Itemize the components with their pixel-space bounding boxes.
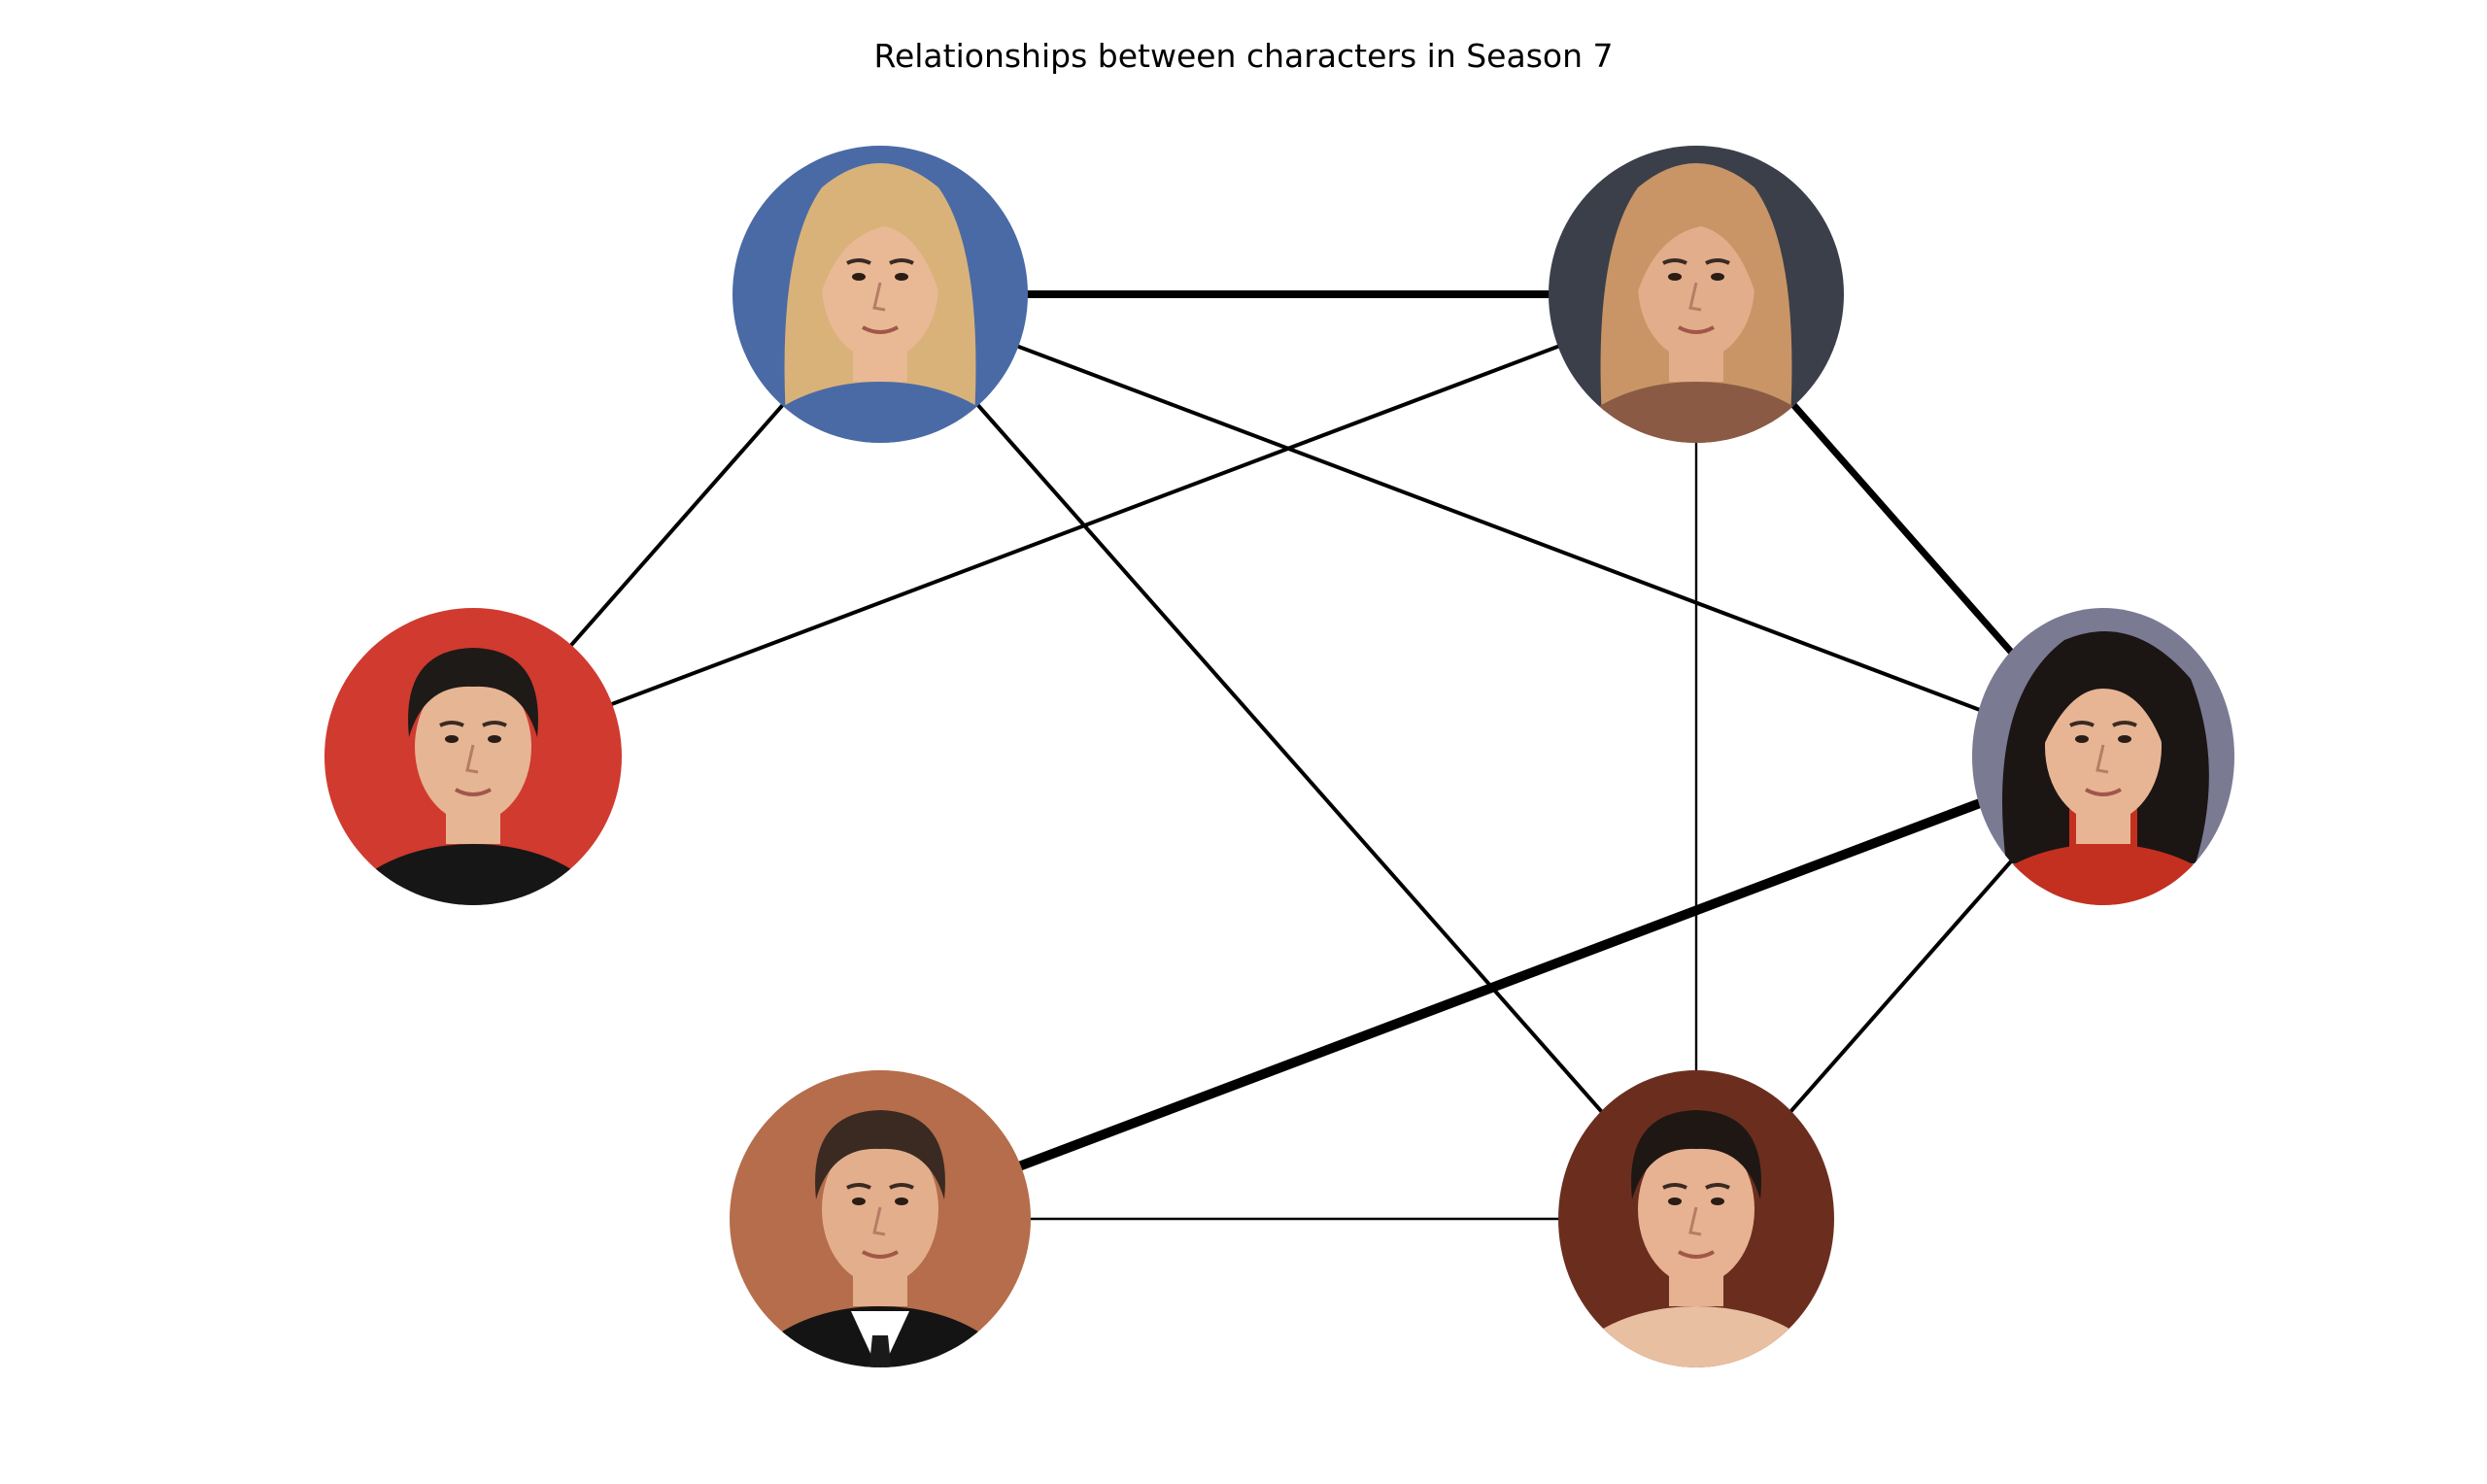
edges-layer xyxy=(471,290,2106,1224)
node-rachel-portrait xyxy=(1549,146,1844,443)
node-chandler-portrait xyxy=(730,1070,1031,1367)
node-joey-portrait xyxy=(324,608,622,905)
edge-monica-chandler xyxy=(878,752,2105,1224)
nodes-layer xyxy=(324,146,2234,1367)
edge-rachel-joey xyxy=(472,292,1697,759)
node-ross-portrait xyxy=(1558,1070,1834,1367)
node-phoebe-portrait xyxy=(732,146,1028,443)
figure-title: Relationships between characters in Seas… xyxy=(873,37,1614,75)
node-monica-portrait xyxy=(1972,608,2234,905)
edge-phoebe-ross xyxy=(878,292,1698,1221)
edge-phoebe-monica xyxy=(879,292,2104,759)
